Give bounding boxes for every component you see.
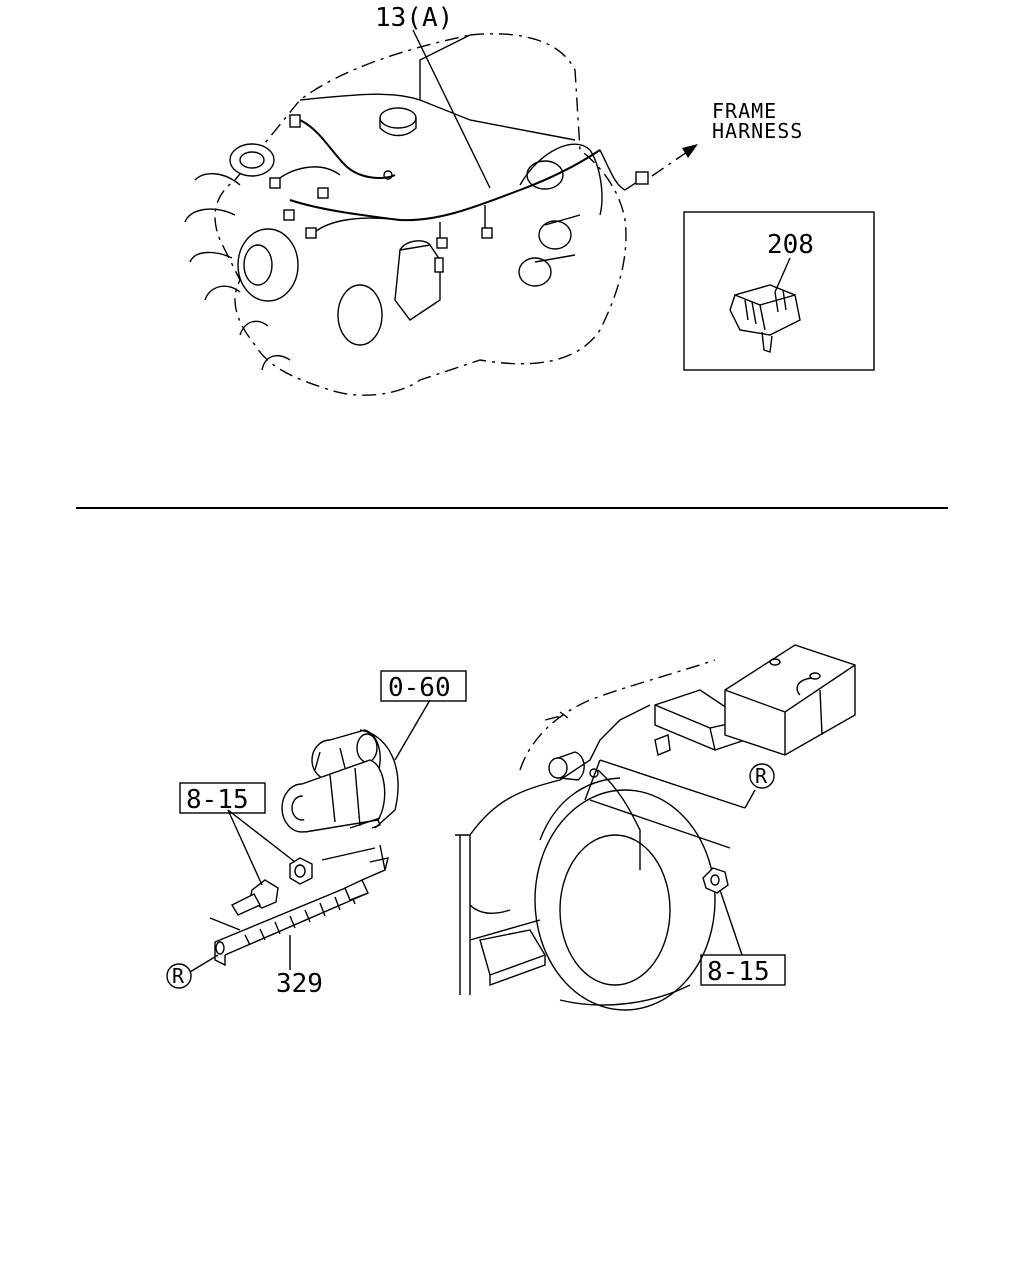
wiring-harness-callout: 13(A): [375, 3, 453, 33]
frame-harness-label-line2: HARNESS: [712, 119, 803, 143]
ref-mark-left-label: R: [172, 964, 185, 988]
ref-mark-left: [166, 963, 192, 989]
bolt-ref-callout-left: 8-15: [186, 785, 249, 815]
bolt-ref-box-left: [179, 782, 266, 814]
starter-ref-callout: 0-60: [388, 673, 451, 703]
connector-detail-inset: [683, 211, 875, 371]
ground-cable-callout: 329: [276, 969, 323, 999]
frame-harness-label-line1: FRAME: [712, 99, 777, 123]
starter-ref-box: [380, 670, 467, 702]
starter-motor-illustration: [189, 699, 431, 973]
cooling-fan: [184, 173, 291, 371]
ref-mark-right-label: R: [755, 764, 768, 788]
ref-mark-right: [749, 763, 775, 789]
chassis-frame-illustration: [455, 644, 856, 1011]
bolt-ref-callout-right: 8-15: [707, 957, 770, 987]
connector-callout: 208: [767, 230, 814, 260]
bolt-ref-box-right: [700, 954, 786, 986]
engine-assembly-illustration: [184, 29, 698, 396]
